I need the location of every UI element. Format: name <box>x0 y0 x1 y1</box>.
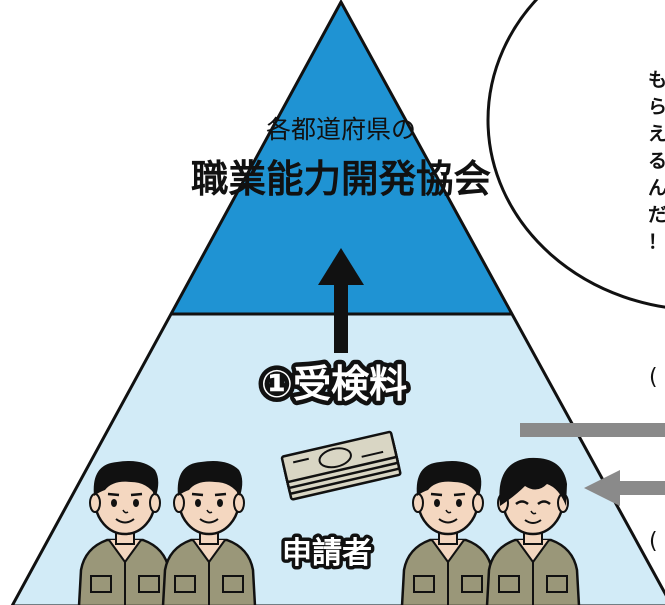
speech-bubble-char: る <box>648 150 665 172</box>
speech-bubble-char: ら <box>648 96 665 118</box>
gray-arrow-bar <box>520 423 665 437</box>
fee-label: ①受検料 <box>261 362 407 406</box>
banknote-stack-icon <box>280 430 402 501</box>
speech-bubble-char: ！ <box>648 231 665 253</box>
partial-marker-2: ( <box>649 529 658 554</box>
arrow-up-icon <box>318 248 364 353</box>
speech-bubble-char: も <box>648 69 665 91</box>
pyramid-outline <box>10 0 665 605</box>
speech-bubble-char: だ <box>648 204 665 226</box>
top-label-small: 各都道府県の <box>266 115 416 144</box>
gray-arrows <box>520 423 665 506</box>
pyramid-top-tier <box>171 2 511 314</box>
top-label-main: 職業能力開発協会 <box>191 157 491 201</box>
speech-bubble-char: ん <box>648 177 665 199</box>
applicant-label: 申請者 <box>282 536 372 571</box>
arrow-left-icon <box>584 470 665 506</box>
partial-marker-1: ( <box>649 365 658 390</box>
speech-bubble-char: え <box>648 123 665 145</box>
